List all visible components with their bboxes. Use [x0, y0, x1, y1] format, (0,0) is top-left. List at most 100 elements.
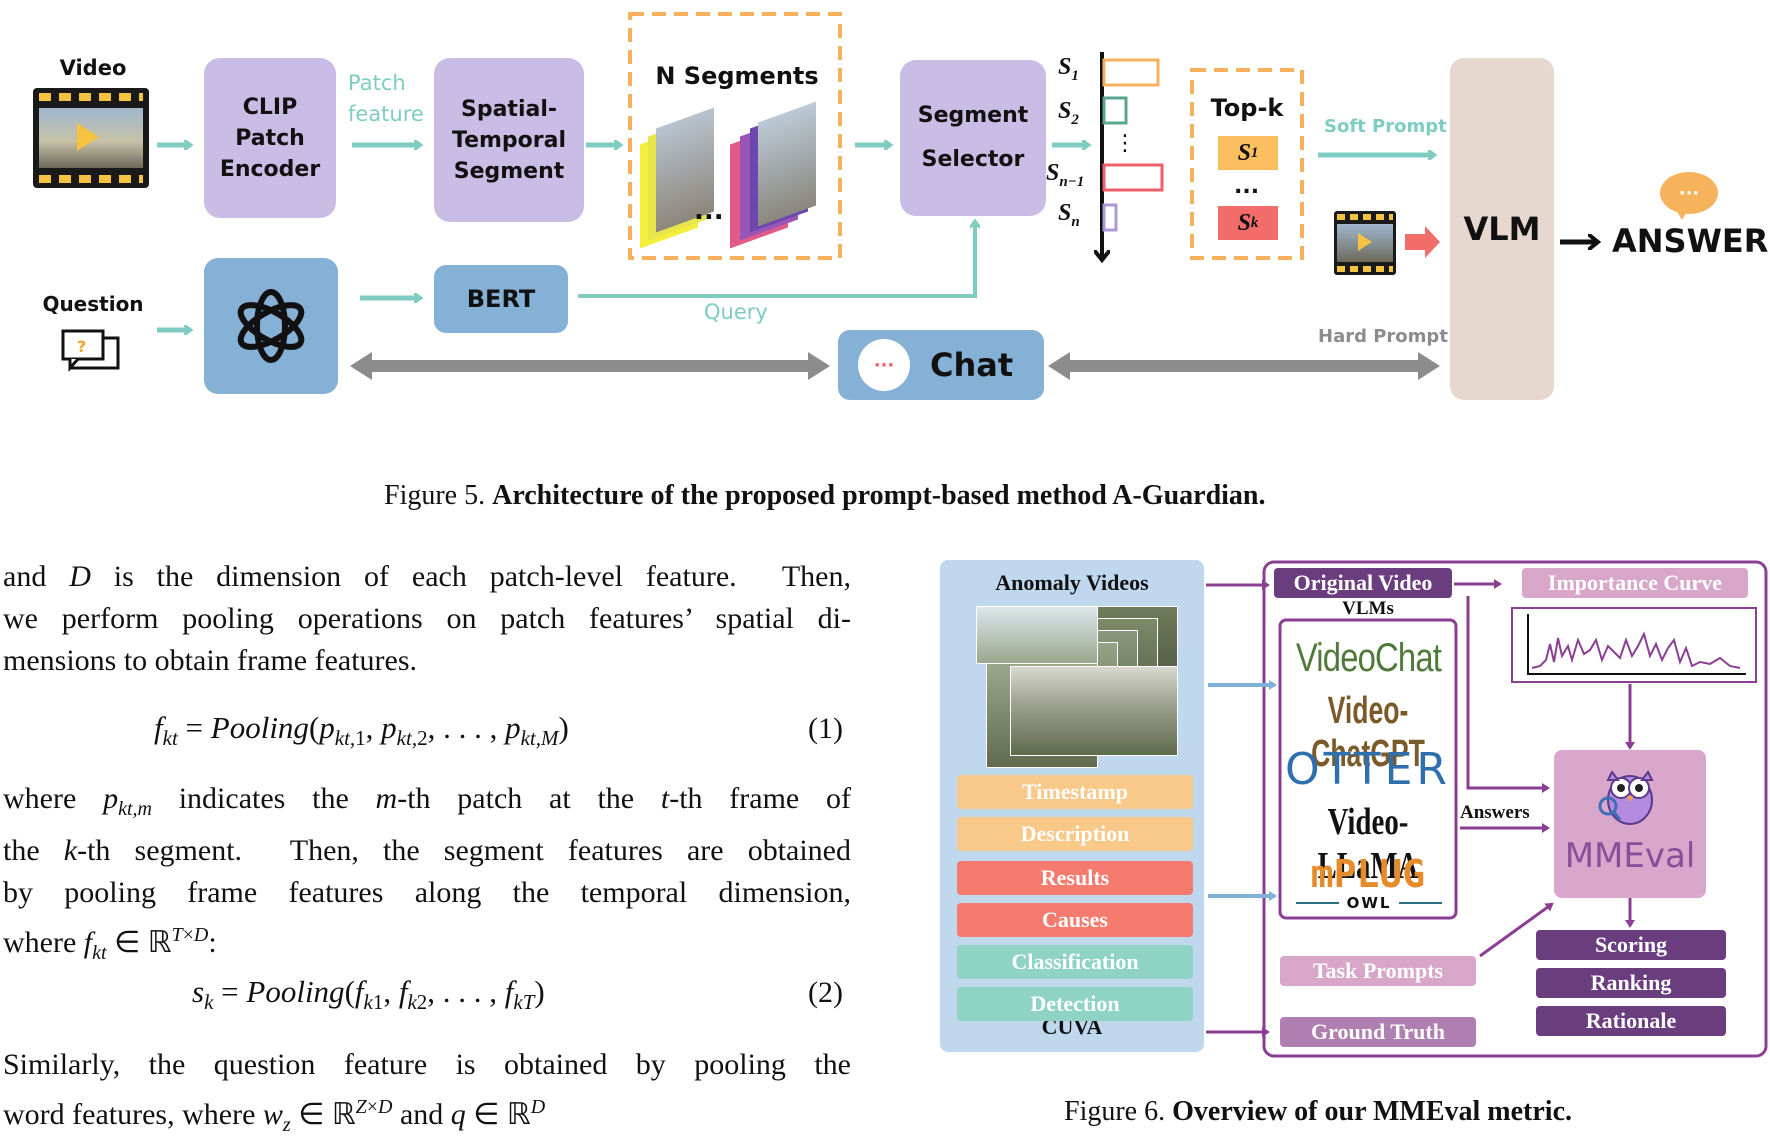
p2-line-3: by pooling frame features along the temp… [3, 876, 851, 909]
task-classification-pill: Classification [957, 945, 1193, 979]
topk-s1-sub: 1 [1250, 144, 1259, 161]
clip-line-3: Encoder [219, 156, 321, 182]
s1-label: S1 [1058, 54, 1079, 85]
vlm-box: VLM [1450, 58, 1554, 400]
vlm-owl-text: OWL [1346, 894, 1392, 912]
p2-line-1: where pkt,m indicates the m-th patch at … [3, 782, 851, 820]
video-label: Video [59, 56, 127, 80]
selector-line-1: Segment [917, 103, 1029, 128]
fig6-connectors [1206, 560, 1768, 1058]
mmeval-box: MMEval [1554, 750, 1706, 898]
s1-letter: S [1058, 54, 1072, 80]
sn-label: Sn [1058, 200, 1080, 231]
arrow-chat-vlm [1048, 352, 1440, 380]
p3-line-2: word features, where wz ∈ ℝZ×D and q ∈ ℝ… [3, 1096, 546, 1136]
arrow-prompts-mmeval [1479, 902, 1554, 958]
s2-sub: 2 [1071, 111, 1079, 128]
video-icon [33, 88, 149, 188]
query-label: Query [704, 300, 768, 324]
chat-label: Chat [930, 346, 1014, 384]
figure-5-title: Architecture of the proposed prompt-base… [492, 480, 1266, 511]
patch-feature-line-1: Patch [348, 71, 406, 95]
topk-sk-letter: S [1237, 209, 1251, 236]
equation-1: fkt = Pooling(pkt,1, pkt,2, . . . , pkt,… [154, 710, 569, 751]
small-play-icon [1358, 233, 1372, 251]
figure-6-caption: Figure 6. Overview of our MMEval metric. [1064, 1096, 1572, 1128]
equation-2-number: (2) [808, 976, 843, 1009]
vlm-mplug: mPLUG [1310, 852, 1426, 896]
importance-curve-axes [1527, 614, 1746, 675]
n-segments-dashed-box [628, 12, 842, 260]
task-results-pill: Results [957, 861, 1193, 895]
p1-line-2: we perform pooling operations on patch f… [3, 602, 851, 635]
vlm-video-chatgpt: Video-ChatGPT [1311, 690, 1425, 775]
arrow-original-mmeval [1466, 596, 1550, 793]
film-holes-top [39, 93, 143, 101]
ground-truth-pill: Ground Truth [1280, 1017, 1476, 1047]
p2-line-2: the k-th segment. Then, the segment feat… [3, 834, 851, 867]
clip-patch-encoder-box: CLIP Patch Encoder [204, 58, 336, 218]
st-line-2: Temporal [451, 127, 567, 153]
chat-bubble-icon: ··· [858, 339, 910, 391]
patch-feature-line-2: feature [348, 102, 424, 126]
s2-letter: S [1058, 98, 1072, 124]
importance-curve-frame [1511, 607, 1757, 683]
sn-sub: n [1071, 213, 1080, 230]
vlm-owl: OWL [1296, 894, 1443, 912]
topk-dashed-box [1190, 68, 1304, 260]
anomaly-video-thumbnails [976, 606, 1178, 768]
original-video-pill: Original Video [1274, 568, 1452, 598]
sn1-letter: S [1046, 160, 1060, 186]
output-rationale: Rationale [1536, 1006, 1726, 1036]
s2-label: S2 [1058, 98, 1079, 129]
owl-icon [1598, 770, 1654, 825]
topk-title: Top-k [1210, 94, 1284, 122]
score-bar-n [1102, 203, 1118, 232]
chatgpt-logo-box [204, 258, 338, 394]
soft-prompt-label: Soft Prompt [1324, 116, 1447, 137]
chat-box: ··· Chat [838, 330, 1044, 400]
selected-video-icon [1334, 211, 1396, 275]
equation-1-number: (1) [808, 712, 843, 745]
bert-box: BERT [434, 265, 568, 333]
topk-sk-sub: k [1250, 214, 1259, 231]
fig5-connectors: ⋮ [157, 12, 1770, 380]
p1-line-1: and D is the dimension of each patch-lev… [3, 560, 851, 593]
score-bar-2 [1102, 96, 1128, 125]
s1-sub: 1 [1071, 67, 1079, 84]
sn-letter: S [1058, 200, 1072, 226]
vlms-box [1278, 618, 1458, 920]
sn1-label: Sn−1 [1046, 160, 1084, 191]
play-icon [77, 123, 99, 151]
figure-6-number: Figure 6. [1064, 1096, 1166, 1127]
figure-6-title: Overview of our MMEval metric. [1172, 1096, 1573, 1127]
segment-ellipsis: ... [694, 196, 724, 226]
paragraph-3: Similarly, the question feature is obtai… [3, 1044, 851, 1146]
openai-knot-icon [237, 289, 305, 363]
output-ranking: Ranking [1536, 968, 1726, 998]
paragraph-1: and D is the dimension of each patch-lev… [3, 556, 851, 682]
p3-line-1: Similarly, the question feature is obtai… [3, 1048, 851, 1081]
question-chat-icon: ? [61, 329, 120, 372]
figure-5-caption: Figure 5. Architecture of the proposed p… [384, 480, 1266, 512]
film-holes-bottom [39, 175, 143, 183]
arrow-gpt-chat [350, 352, 830, 380]
task-description-pill: Description [957, 817, 1193, 851]
clip-line-2: Patch [235, 125, 305, 151]
figure-6: Anomaly Videos CUVA Original Video Impor… [940, 560, 1770, 1146]
vlm-otter: OTTER [1285, 744, 1451, 795]
importance-curve-line [1531, 631, 1741, 669]
arrow-video-vlm [1405, 226, 1440, 258]
segment-stack-pink [730, 101, 830, 249]
svg-text:?: ? [77, 337, 86, 356]
spatial-temporal-segment-box: Spatial- Temporal Segment [434, 58, 584, 222]
selector-line-2: Selector [921, 147, 1025, 172]
hard-prompt-label: Hard Prompt [1318, 326, 1448, 347]
task-detection-pill: Detection [957, 987, 1193, 1021]
sn1-sub: n−1 [1059, 173, 1085, 190]
mmeval-frame [1262, 560, 1768, 1058]
p1-line-3: mensions to obtain frame features. [3, 644, 418, 677]
mmeval-label: MMEval [1564, 836, 1696, 876]
